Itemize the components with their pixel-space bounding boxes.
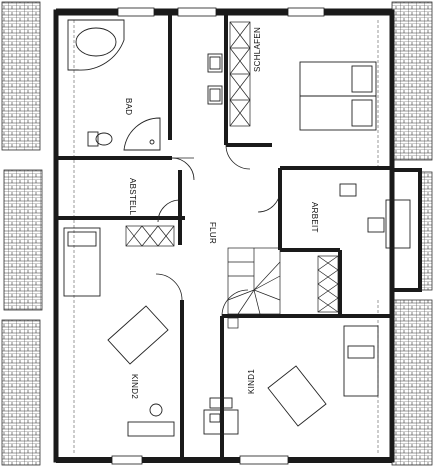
roof-tiles-left-low xyxy=(1,319,41,466)
room-label-bad: BAD xyxy=(124,98,133,115)
bed-icon xyxy=(267,365,327,427)
bed-icon xyxy=(107,305,169,365)
bed-icon xyxy=(343,325,379,397)
shelf-cross-icon xyxy=(125,225,175,247)
dormer-right xyxy=(392,168,422,292)
shower-tray-icon xyxy=(123,117,161,151)
top-windows xyxy=(117,7,325,17)
shelf-cross-icon xyxy=(317,255,339,313)
room-label-kind2: KIND2 xyxy=(130,374,139,399)
desk-icon xyxy=(127,421,175,437)
chair-icon xyxy=(339,183,357,197)
roof-tiles-left-bottom xyxy=(3,169,43,311)
roof-tiles-right-bottom xyxy=(391,299,433,466)
chair-icon xyxy=(149,403,163,417)
corner-bathtub-icon xyxy=(67,19,125,71)
sink-icon xyxy=(207,53,223,105)
bottom-windows xyxy=(111,455,289,465)
roof-tiles-right-top xyxy=(391,1,433,161)
bed-icon xyxy=(63,227,101,297)
chair-icon xyxy=(209,397,233,409)
room-label-arbeit: ARBEIT xyxy=(310,202,319,233)
spiral-stair-icon xyxy=(227,247,281,329)
door-swings xyxy=(155,144,281,317)
shelf-cross-icon xyxy=(229,21,251,127)
toilet-icon xyxy=(87,131,113,147)
bed-icon xyxy=(299,61,377,131)
room-label-schlafen: SCHLAFEN xyxy=(253,27,262,72)
room-label-abstell: ABSTELL xyxy=(128,178,137,215)
room-label-kind1: KIND1 xyxy=(247,369,256,394)
desk-icon xyxy=(203,409,239,435)
room-label-flur: FLUR xyxy=(208,222,217,244)
roof-tiles-left-top xyxy=(1,1,41,151)
desk-icon xyxy=(367,199,411,249)
interior-walls xyxy=(58,14,392,458)
